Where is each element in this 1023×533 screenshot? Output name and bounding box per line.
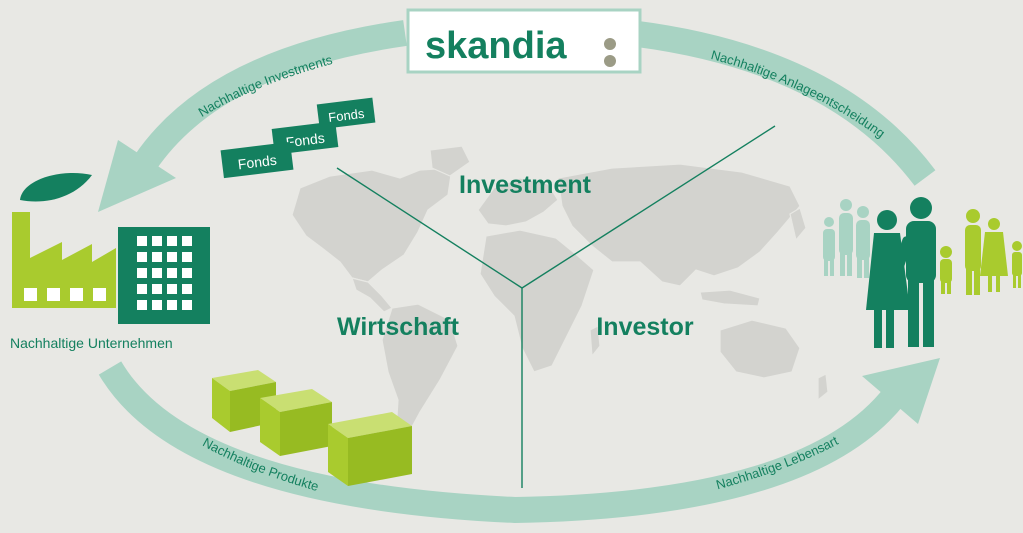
world-map <box>291 145 829 439</box>
fund-tags: Fonds Fonds Fonds <box>220 97 376 179</box>
arc-top-left <box>134 20 407 171</box>
map-new-zealand <box>817 373 829 402</box>
skandia-logo: skandia <box>406 8 642 74</box>
leaf-icon <box>20 172 92 202</box>
fund-tag: Fonds <box>220 141 294 179</box>
map-asia <box>557 163 801 287</box>
arc-label-anlageentscheidung: Nachhaltige Anlageentscheidung <box>709 47 887 141</box>
office-building-icon <box>118 227 210 324</box>
map-africa <box>479 229 595 373</box>
map-central-america <box>351 277 393 313</box>
segment-investment: Investment <box>459 171 592 199</box>
arrowhead-bottom-right <box>862 358 940 424</box>
product-box <box>260 389 332 456</box>
cycle-arcs <box>98 20 936 524</box>
map-indonesia <box>699 289 761 307</box>
fund-tag: Fonds <box>316 97 376 130</box>
map-north-america <box>291 167 453 283</box>
product-box <box>328 412 412 486</box>
map-australia <box>719 319 801 379</box>
product-boxes <box>212 370 412 486</box>
factory-icon <box>12 212 116 308</box>
fund-label: Fonds <box>237 152 278 173</box>
logo-text: skandia <box>425 25 567 67</box>
segment-wirtschaft: Wirtschaft <box>337 313 460 341</box>
company-label: Nachhaltige Unternehmen <box>10 335 173 351</box>
fund-label: Fonds <box>285 130 326 151</box>
map-south-america <box>381 303 459 439</box>
product-box <box>212 370 276 432</box>
arc-top-right <box>628 20 936 186</box>
segment-investor: Investor <box>596 313 694 341</box>
map-japan <box>789 207 807 242</box>
fund-label: Fonds <box>327 106 365 125</box>
map-madagascar <box>589 325 601 358</box>
map-greenland <box>429 145 471 177</box>
segment-dividers <box>336 125 776 488</box>
arrowhead-top-left <box>98 140 176 212</box>
people-group-icon <box>823 197 1022 348</box>
arc-bottom <box>98 361 906 524</box>
map-europe <box>477 177 559 227</box>
